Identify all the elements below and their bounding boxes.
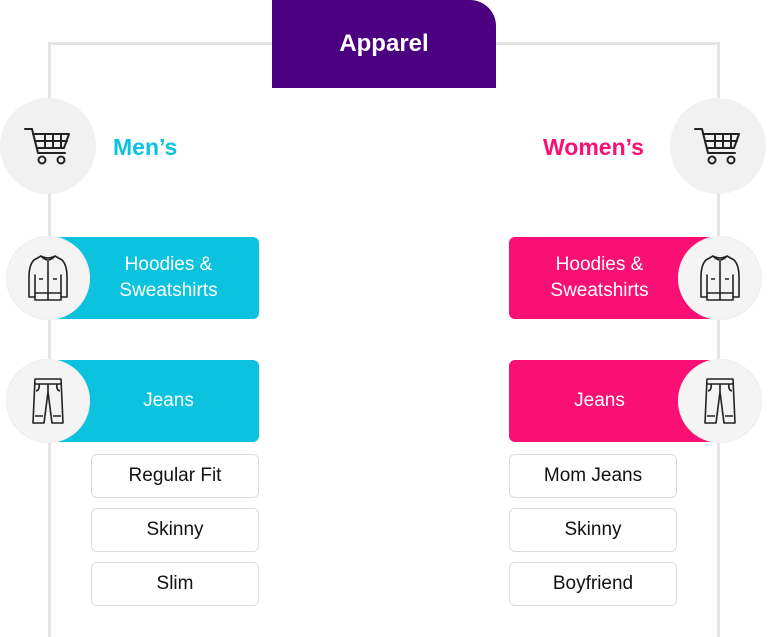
mens-label: Men’s — [113, 134, 178, 160]
mens-category-jeans: Jeans — [48, 360, 259, 442]
womens-jeans-style-item: Skinny — [509, 508, 677, 552]
root-label: Apparel — [339, 30, 429, 57]
mens-hoodies-icon-circle — [6, 236, 90, 320]
mens-jeans-style-item: Skinny — [91, 508, 259, 552]
womens-jeans-style-item: Mom Jeans — [509, 454, 677, 498]
shopping-cart-icon — [693, 125, 743, 167]
mens-jeans-icon-circle — [6, 359, 90, 443]
jeans-icon — [30, 376, 66, 426]
jacket-icon — [26, 253, 70, 303]
mens-category-hoodies: Hoodies & Sweatshirts — [48, 237, 259, 319]
connector-left — [48, 42, 51, 637]
mens-cart-circle — [0, 98, 96, 194]
root-node-apparel: Apparel — [272, 0, 496, 88]
womens-cart-circle — [670, 98, 766, 194]
mens-jeans-style-item: Slim — [91, 562, 259, 606]
womens-category-hoodies-label: Hoodies & Sweatshirts — [550, 254, 649, 301]
mens-category-jeans-label: Jeans — [143, 390, 194, 411]
jacket-icon — [698, 253, 742, 303]
womens-hoodies-icon-circle — [678, 236, 762, 320]
jeans-icon — [702, 376, 738, 426]
mens-category-hoodies-label: Hoodies & Sweatshirts — [119, 254, 218, 301]
womens-jeans-icon-circle — [678, 359, 762, 443]
womens-category-jeans-label: Jeans — [574, 390, 625, 411]
connector-right — [717, 42, 720, 637]
womens-label: Women’s — [543, 134, 644, 160]
mens-jeans-style-item: Regular Fit — [91, 454, 259, 498]
shopping-cart-icon — [23, 125, 73, 167]
womens-jeans-style-item: Boyfriend — [509, 562, 677, 606]
